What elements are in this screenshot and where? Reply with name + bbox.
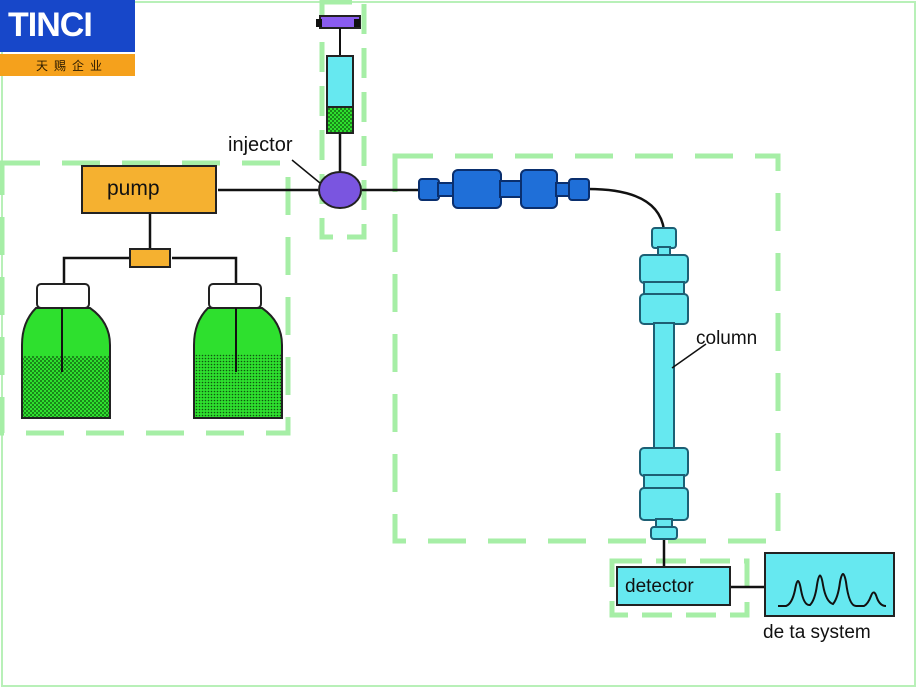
mixer-to-bottles-tube (62, 256, 238, 285)
logo-subtitle: 天赐企业 (36, 59, 109, 73)
solvent-bottle-a (21, 283, 111, 419)
injector-label: injector (228, 134, 293, 156)
mixer-tee (129, 248, 171, 268)
logo-brand: TINCI (8, 6, 93, 44)
data-system-label: de ta system (763, 622, 871, 643)
precolumn-fittings (418, 169, 590, 209)
solvent-bottle-b (193, 283, 283, 419)
pump-label: pump (107, 177, 160, 200)
chromatogram-trace (778, 573, 887, 607)
pump-box (81, 165, 217, 214)
injector-valve (318, 171, 362, 209)
column-label: column (696, 328, 758, 349)
logo: TINCI (0, 0, 135, 52)
column-region-highlight (392, 153, 781, 544)
detector-label: detector (625, 576, 694, 597)
pump-region-highlight (0, 160, 291, 436)
logo-banner (0, 54, 135, 76)
column-bend-tube (587, 187, 666, 231)
column (639, 227, 689, 540)
detector-box (616, 566, 731, 606)
injector-region-highlight (319, 0, 367, 240)
syringe (316, 15, 361, 134)
injector-pointer (291, 159, 321, 184)
column-pointer (671, 343, 707, 369)
